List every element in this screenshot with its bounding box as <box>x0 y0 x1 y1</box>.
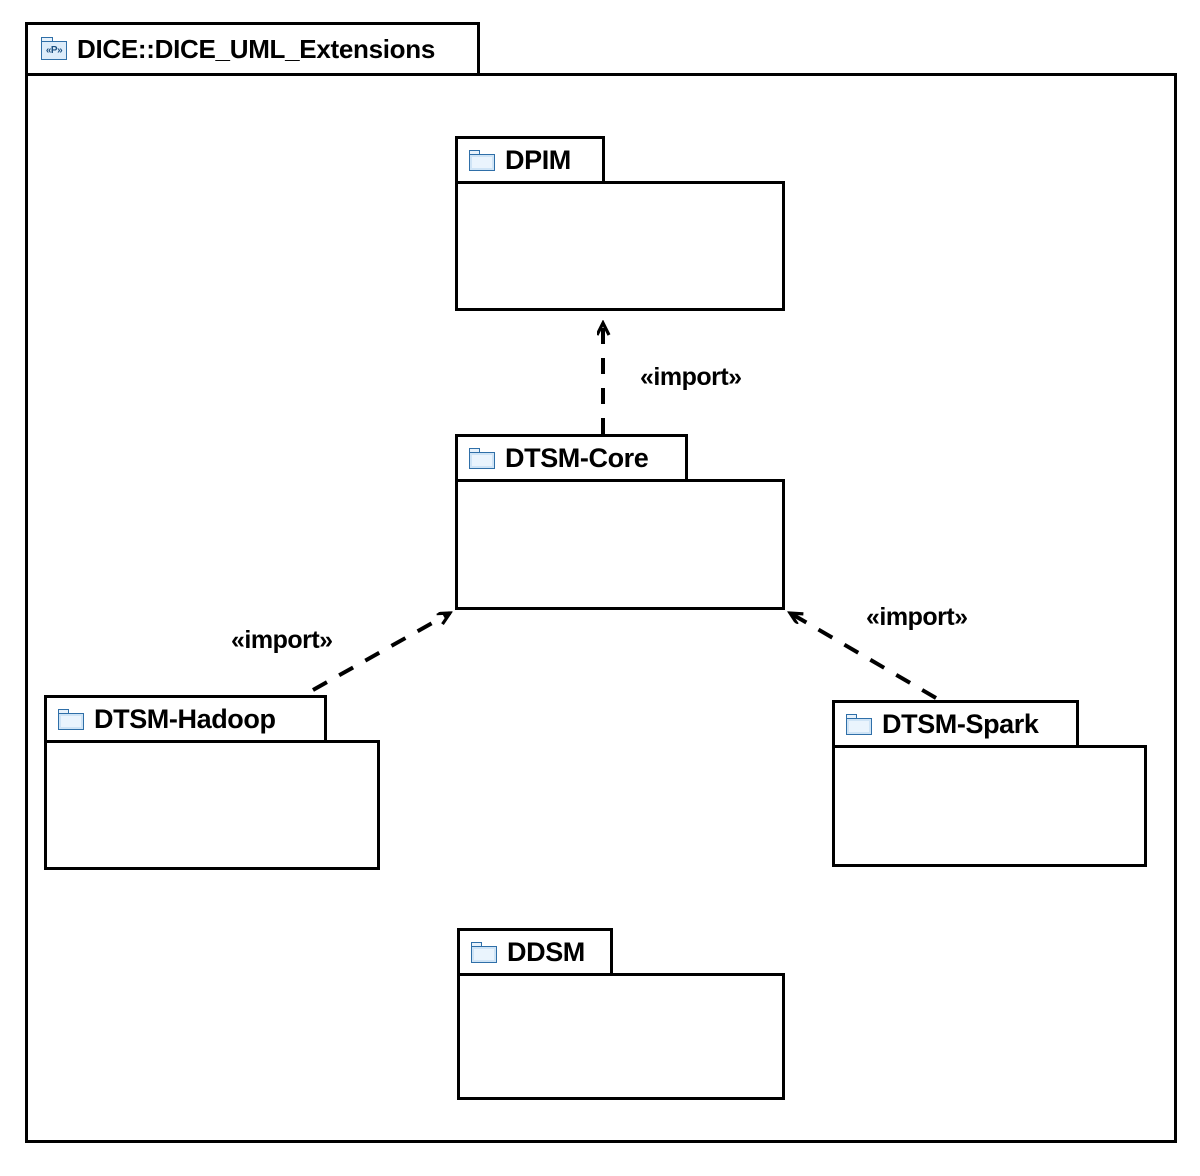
package-ddsm[interactable]: DDSM <box>457 928 785 1100</box>
package-dtsm-hadoop[interactable]: DTSM-Hadoop <box>44 695 380 870</box>
edge-label-spark-core: «import» <box>866 603 968 631</box>
package-container-title: DICE::DICE_UML_Extensions <box>77 33 435 64</box>
package-dtsm-core-label: DTSM-Core <box>505 442 649 473</box>
folder-icon <box>471 941 497 963</box>
folder-icon <box>58 708 84 730</box>
package-ddsm-label: DDSM <box>507 936 585 967</box>
package-dtsm-spark[interactable]: DTSM-Spark <box>832 700 1147 867</box>
package-dtsm-core-body <box>455 479 785 610</box>
package-container-tab[interactable]: «P» DICE::DICE_UML_Extensions <box>25 22 480 76</box>
package-dtsm-hadoop-tab[interactable]: DTSM-Hadoop <box>44 695 327 743</box>
package-icon-text: «P» <box>45 44 63 56</box>
package-dpim[interactable]: DPIM <box>455 136 785 311</box>
package-dpim-label: DPIM <box>505 144 571 175</box>
package-dtsm-core[interactable]: DTSM-Core <box>455 434 785 610</box>
package-dtsm-hadoop-label: DTSM-Hadoop <box>94 703 276 734</box>
package-ddsm-body <box>457 973 785 1100</box>
edge-label-hadoop-core: «import» <box>231 626 333 654</box>
folder-icon <box>846 713 872 735</box>
package-icon: «P» <box>40 37 68 61</box>
package-dtsm-core-tab[interactable]: DTSM-Core <box>455 434 688 482</box>
package-dpim-tab[interactable]: DPIM <box>455 136 605 184</box>
package-dtsm-hadoop-body <box>44 740 380 870</box>
package-dpim-body <box>455 181 785 311</box>
folder-icon <box>469 447 495 469</box>
folder-icon <box>469 149 495 171</box>
package-dtsm-spark-body <box>832 745 1147 867</box>
package-ddsm-tab[interactable]: DDSM <box>457 928 613 976</box>
package-dtsm-spark-label: DTSM-Spark <box>882 708 1039 739</box>
edge-label-core-dpim: «import» <box>640 363 742 391</box>
package-dtsm-spark-tab[interactable]: DTSM-Spark <box>832 700 1079 748</box>
